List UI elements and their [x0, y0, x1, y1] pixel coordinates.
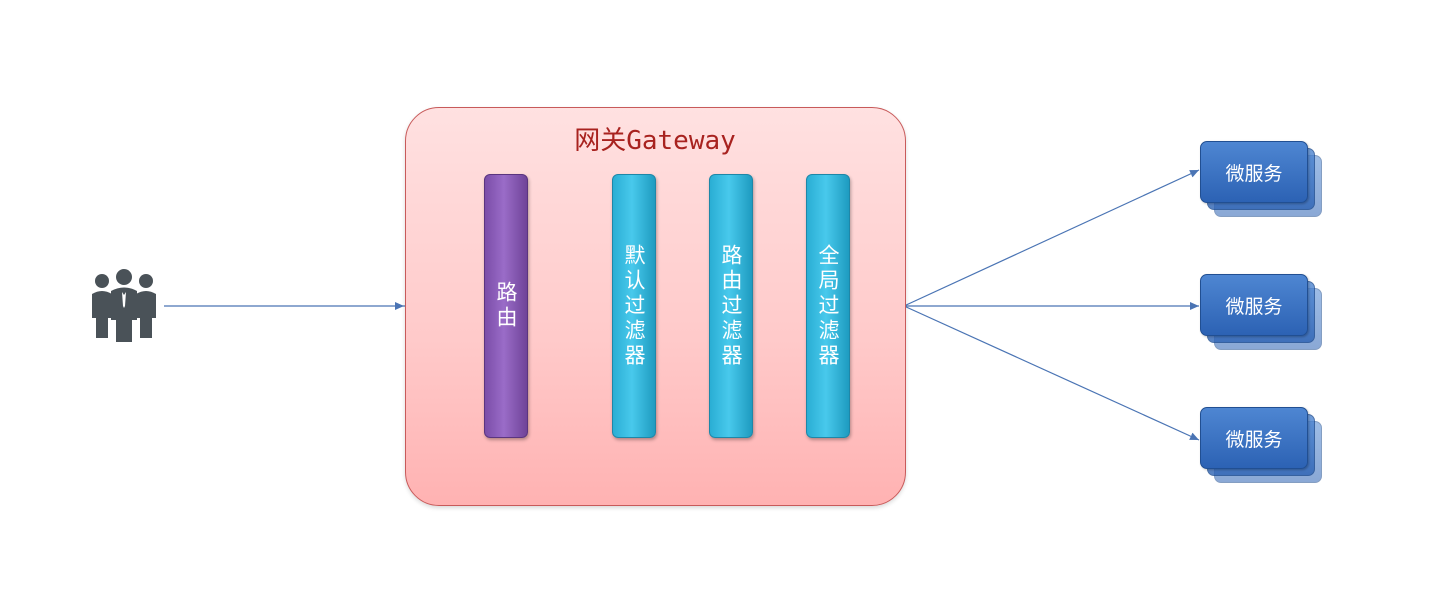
route-filter-label: 路由过滤器 — [719, 243, 743, 369]
microservice-2: 微服务 — [1200, 274, 1324, 350]
microservice-1: 微服务 — [1200, 141, 1324, 217]
microservice-label: 微服务 — [1225, 162, 1283, 185]
route-filter-stage: 路由过滤器 — [709, 174, 753, 438]
gateway-title: 网关Gateway — [574, 126, 736, 156]
microservice-label: 微服务 — [1225, 428, 1283, 451]
microservice-label: 微服务 — [1225, 295, 1283, 318]
gateway-to-service-3-arrow — [903, 305, 1200, 441]
router-stage-label: 路由 — [494, 281, 518, 331]
router-stage: 路由 — [484, 174, 528, 438]
microservice-3: 微服务 — [1200, 407, 1324, 483]
global-filter-label: 全局过滤器 — [816, 243, 840, 369]
global-filter-stage: 全局过滤器 — [806, 174, 850, 438]
users-group-icon — [92, 269, 156, 342]
default-filter-stage: 默认过滤器 — [612, 174, 656, 438]
default-filter-label: 默认过滤器 — [622, 243, 646, 369]
gateway-to-service-1-arrow — [903, 169, 1200, 307]
